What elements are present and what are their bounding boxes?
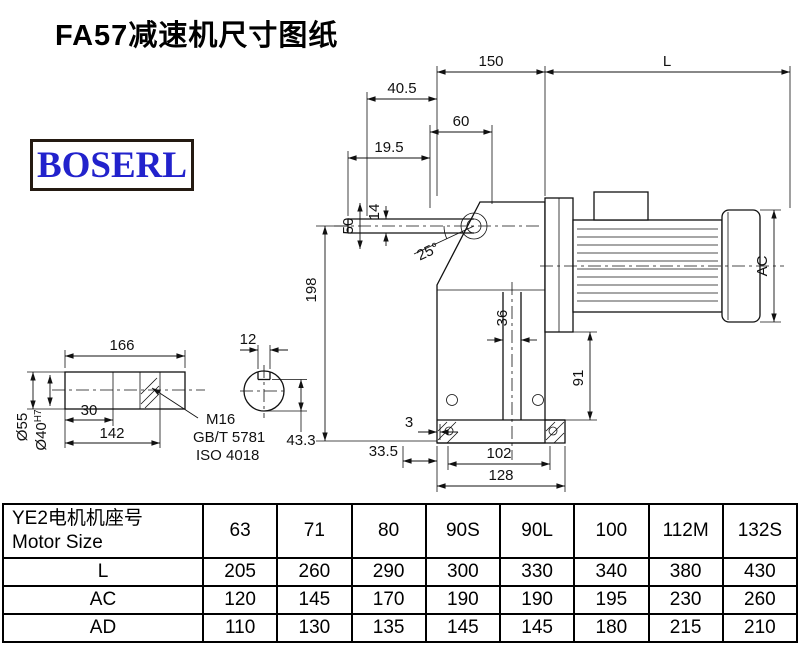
cell: 205 (201, 557, 279, 587)
dim-19-5: 19.5 (347, 139, 430, 216)
dim-L-label: L (663, 53, 671, 70)
gearbox-housing (436, 201, 566, 460)
col-header-1: 71 (276, 503, 353, 559)
dim-33-5: 33.5 (369, 443, 438, 492)
row-label: AD (2, 613, 204, 643)
dim-AC: AC (754, 209, 781, 323)
dim-33-5-label: 33.5 (369, 443, 398, 460)
cell: 430 (721, 557, 799, 587)
table-row-L: L 205 260 290 300 330 340 380 430 (2, 557, 799, 587)
cell: 120 (201, 585, 279, 615)
header-line1: YE2电机机座号 (12, 508, 143, 530)
cell: 340 (573, 557, 650, 587)
cell: 145 (498, 613, 576, 643)
dim-43-3-label: 43.3 (286, 432, 315, 449)
col-header-7: 132S (721, 503, 799, 559)
cell: 190 (498, 585, 576, 615)
thread-m16-label: M16 (206, 411, 235, 428)
cell: 110 (201, 613, 279, 643)
dia40-base: Ø40 (33, 422, 50, 450)
motor-size-header: YE2电机机座号 Motor Size (2, 503, 204, 559)
dim-128-label: 128 (488, 467, 513, 484)
cell: 260 (276, 557, 353, 587)
dim-102-label: 102 (486, 445, 511, 462)
dim-102: 102 (447, 445, 551, 470)
dim-dia55-label: Ø55 (14, 413, 31, 441)
dim-166-label: 166 (109, 337, 134, 354)
cell: 135 (350, 613, 427, 643)
dim-50: 50 (340, 203, 363, 249)
dim-150-label: 150 (478, 53, 503, 70)
table-row-AC: AC 120 145 170 190 190 195 230 260 (2, 585, 799, 615)
cell: 190 (424, 585, 502, 615)
dim-14: 14 (366, 204, 389, 246)
cell: 215 (647, 613, 724, 643)
dia40-sup: H7 (33, 409, 44, 422)
dim-150-L: 150 L (436, 53, 791, 208)
col-header-6: 112M (647, 503, 724, 559)
col-header-0: 63 (201, 503, 279, 559)
cell: 145 (276, 585, 353, 615)
dim-40-5: 40.5 (366, 80, 437, 216)
terminal-box (593, 191, 649, 221)
dim-91-label: 91 (570, 370, 587, 387)
cell: 210 (721, 613, 799, 643)
dim-40-5-label: 40.5 (387, 80, 416, 97)
dim-128: 128 (437, 446, 566, 492)
dim-dia40h7-label: Ø40H7 (33, 409, 50, 451)
dim-91: 91 (565, 331, 597, 421)
cell: 145 (424, 613, 502, 643)
input-shaft (334, 218, 540, 255)
cell: 290 (350, 557, 427, 587)
dim-198: 198 (303, 225, 437, 442)
dim-3: 3 (405, 414, 458, 440)
page-title: FA57减速机尺寸图纸 (55, 20, 339, 52)
cell: 195 (573, 585, 650, 615)
dim-19-5-label: 19.5 (374, 139, 403, 156)
header-line2: Motor Size (12, 532, 103, 553)
dim-198-label: 198 (303, 277, 320, 302)
dim-12-label: 12 (240, 331, 257, 348)
cell: 180 (573, 613, 650, 643)
cell: 170 (350, 585, 427, 615)
col-header-5: 100 (573, 503, 650, 559)
dim-36-label: 36 (494, 310, 511, 327)
table-row-AD: AD 110 130 135 145 145 180 215 210 (2, 613, 799, 643)
cell: 260 (721, 585, 799, 615)
dim-50-label: 50 (340, 218, 357, 235)
motor (540, 191, 784, 333)
dim-14-label: 14 (366, 204, 383, 221)
technical-drawing: 150 L 40.5 60 19.5 14 50 (14, 53, 791, 492)
dim-3-label: 3 (405, 414, 413, 431)
cell: 300 (424, 557, 502, 587)
cell: 330 (498, 557, 576, 587)
cell: 130 (276, 613, 353, 643)
col-header-3: 90S (424, 503, 502, 559)
dim-60: 60 (429, 113, 493, 208)
dim-60-label: 60 (453, 113, 470, 130)
thread-gbt-label: GB/T 5781 (193, 429, 265, 446)
size-table: YE2电机机座号 Motor Size 63 71 80 90S 90L 100… (2, 503, 799, 643)
thread-iso-label: ISO 4018 (196, 447, 259, 464)
row-label: L (2, 557, 204, 587)
dim-36: 36 (487, 310, 537, 343)
dim-30-label: 30 (81, 402, 98, 419)
row-label: AC (2, 585, 204, 615)
dim-142-label: 142 (99, 425, 124, 442)
dim-AC-label: AC (754, 255, 771, 276)
logo-text: BOSERL (36, 144, 188, 186)
table-header-row: YE2电机机座号 Motor Size 63 71 80 90S 90L 100… (2, 503, 799, 559)
boserl-logo: BOSERL (30, 139, 194, 191)
shaft-detail: 166 30 142 Ø55 Ø40H7 M16 GB/T 5781 ISO 4… (14, 337, 265, 464)
col-header-2: 80 (350, 503, 427, 559)
cell: 230 (647, 585, 724, 615)
shaft-section: 12 43.3 (240, 331, 316, 449)
col-header-4: 90L (498, 503, 576, 559)
cell: 380 (647, 557, 724, 587)
